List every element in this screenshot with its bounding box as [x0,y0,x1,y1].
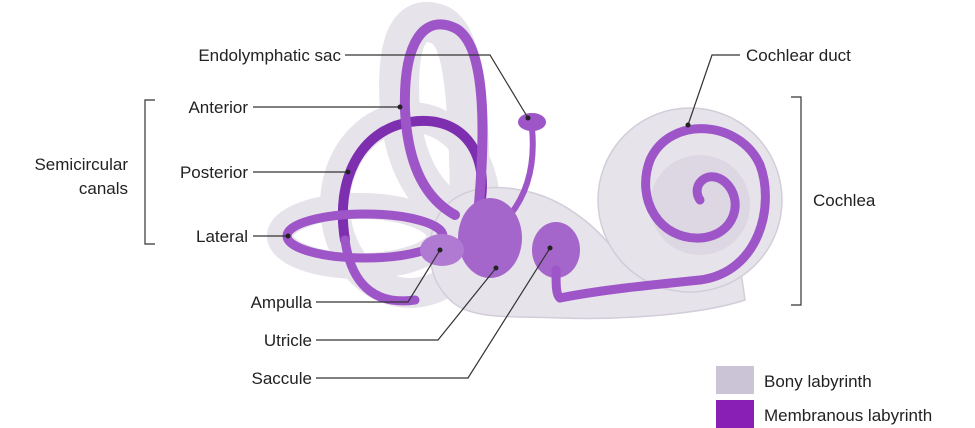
label-lateral: Lateral [196,227,248,246]
cochlear-duct-connector [556,270,560,298]
legend: Bony labyrinth Membranous labyrinth [716,366,932,428]
legend-swatch-membranous [716,400,754,428]
legend-label-bony: Bony labyrinth [764,372,872,391]
label-cochlea: Cochlea [813,191,876,210]
dot-lateral [286,234,291,239]
dot-utricle [494,266,499,271]
label-anterior: Anterior [188,98,248,117]
label-semicircular-line2: canals [79,179,128,198]
dot-posterior [346,170,351,175]
utricle-shape [458,198,522,278]
label-posterior: Posterior [180,163,248,182]
label-utricle: Utricle [264,331,312,350]
label-saccule: Saccule [252,369,312,388]
legend-label-membranous: Membranous labyrinth [764,406,932,425]
dot-endolymphatic-sac [526,116,531,121]
bracket-semicircular [145,100,155,244]
label-cochlear-duct: Cochlear duct [746,46,851,65]
endolymphatic-sac-shape [518,113,546,131]
dot-cochlear-duct [686,123,691,128]
bracket-cochlea [791,97,801,305]
label-endolymphatic-sac: Endolymphatic sac [198,46,341,65]
dot-ampulla [438,248,443,253]
label-semicircular-line1: Semicircular [34,155,128,174]
dot-saccule [548,246,553,251]
label-ampulla: Ampulla [251,293,313,312]
dot-anterior [398,105,403,110]
lateral-canal-duct [287,214,443,258]
legend-swatch-bony [716,366,754,394]
